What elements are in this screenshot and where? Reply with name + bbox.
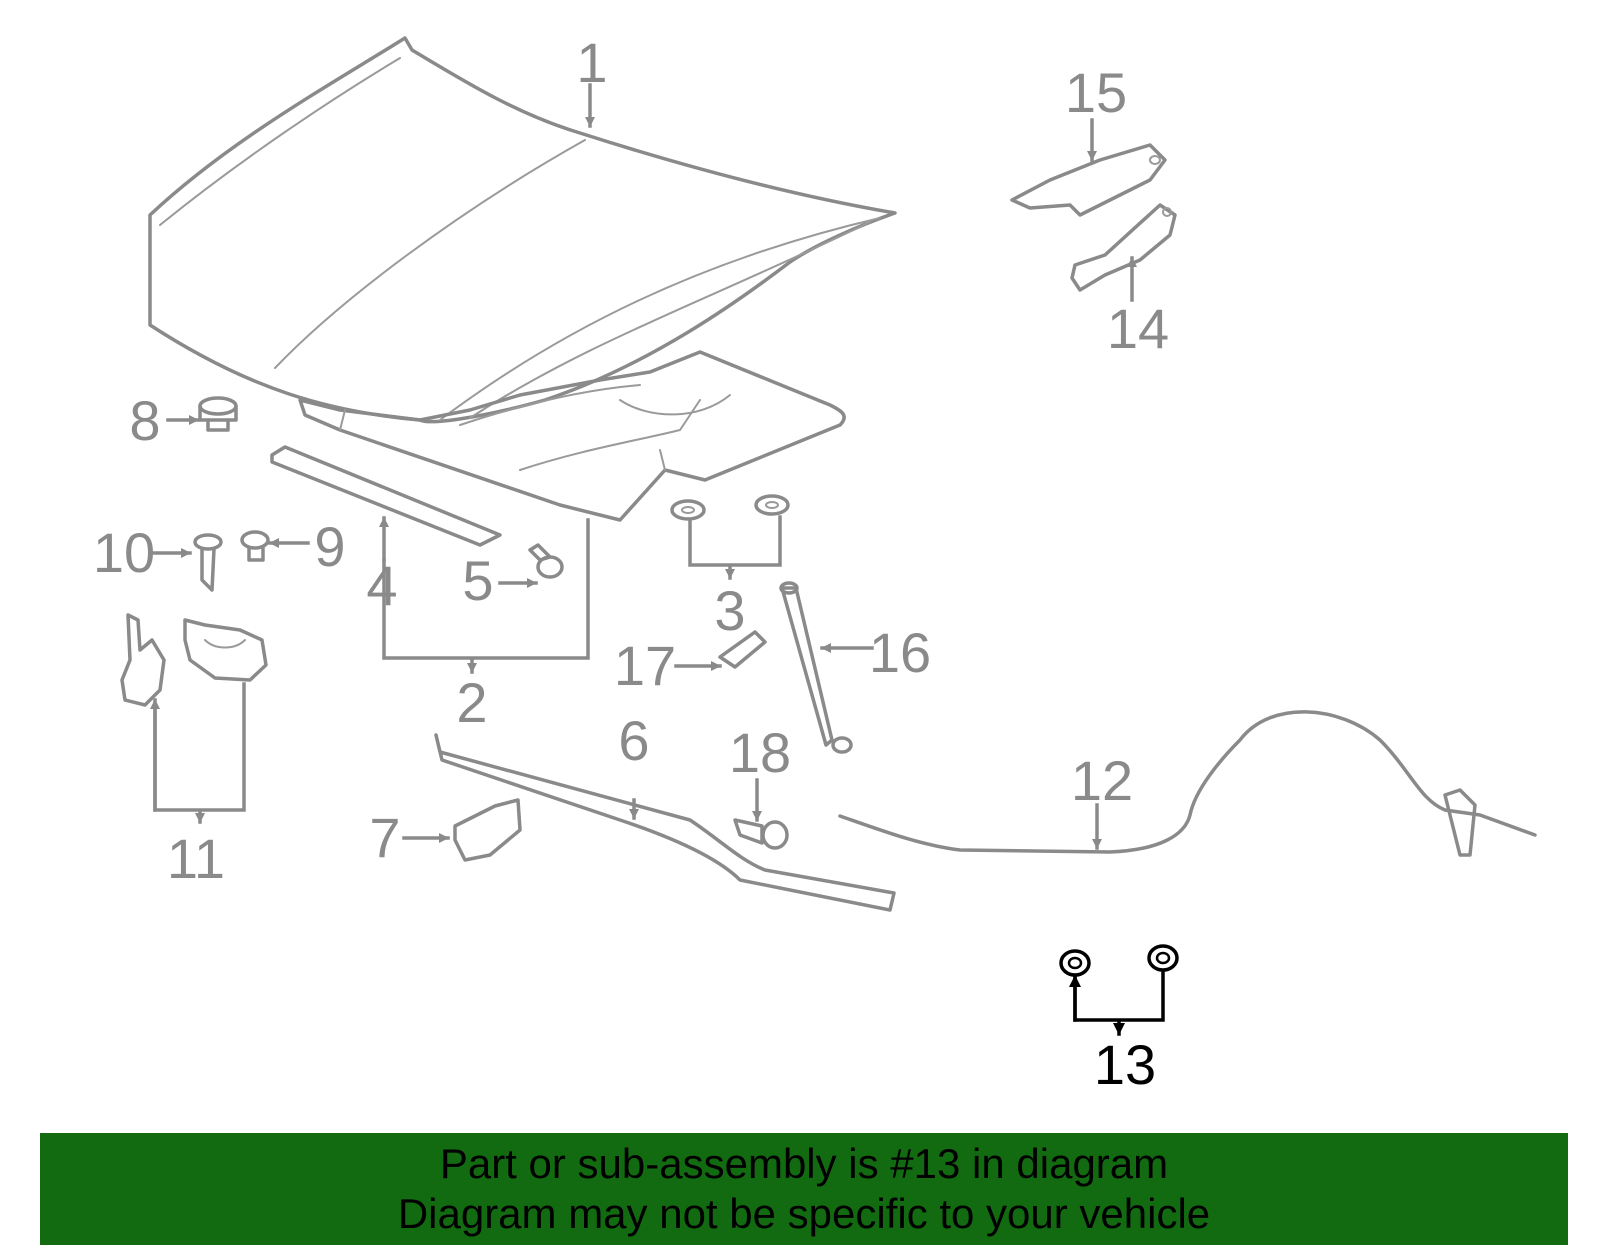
callout-12[interactable]: 12 — [1071, 749, 1133, 812]
callout-5[interactable]: 5 — [462, 549, 493, 612]
callout-17[interactable]: 17 — [614, 634, 676, 697]
grommet-13-right[interactable] — [1147, 944, 1179, 972]
screw-10[interactable] — [193, 533, 223, 592]
leader-2 — [382, 518, 590, 672]
bracket-11-right[interactable] — [183, 618, 268, 682]
push-pin[interactable] — [733, 818, 789, 850]
leader-3 — [688, 515, 782, 578]
leader-13 — [1073, 971, 1165, 1034]
hood-bumper[interactable] — [198, 396, 238, 432]
callout-2[interactable]: 2 — [456, 671, 487, 734]
callout-7[interactable]: 7 — [369, 806, 400, 869]
hood-panel[interactable] — [148, 36, 897, 424]
rear-seal[interactable] — [434, 733, 896, 912]
front-seal-strip[interactable] — [270, 445, 502, 547]
callout-1[interactable]: 1 — [576, 31, 607, 94]
leader-11 — [153, 682, 246, 822]
banner-line-2: Diagram may not be specific to your vehi… — [397, 1190, 1211, 1237]
grommet-13-left[interactable] — [1059, 949, 1091, 977]
insulator-pad[interactable] — [298, 350, 846, 522]
callout-10[interactable]: 10 — [93, 521, 155, 584]
callout-8[interactable]: 8 — [129, 389, 160, 452]
callout-13[interactable]: 13 — [1094, 1033, 1156, 1096]
hood-strut[interactable] — [779, 581, 853, 754]
release-cable[interactable] — [838, 710, 1537, 857]
grommet-3-left[interactable] — [670, 499, 706, 521]
parts-diagram: 1 2 3 4 5 6 7 8 9 10 11 12 13 14 15 16 1… — [93, 31, 1537, 1096]
callout-4[interactable]: 4 — [366, 554, 397, 617]
callout-14[interactable]: 14 — [1107, 297, 1169, 360]
callout-16[interactable]: 16 — [869, 621, 931, 684]
callout-18[interactable]: 18 — [729, 721, 791, 784]
callout-6[interactable]: 6 — [618, 709, 649, 772]
grommet-3-right[interactable] — [754, 494, 790, 516]
banner-line-1: Part or sub-assembly is #13 in diagram — [439, 1140, 1169, 1187]
hinge-15[interactable] — [1010, 143, 1167, 217]
callout-15[interactable]: 15 — [1065, 61, 1127, 124]
callout-11[interactable]: 11 — [167, 827, 225, 890]
bracket-11-left[interactable] — [120, 613, 166, 707]
clip-5[interactable] — [528, 543, 564, 579]
callout-3[interactable]: 3 — [714, 579, 745, 642]
notice-banner: Part or sub-assembly is #13 in diagram D… — [40, 1133, 1568, 1245]
callout-9[interactable]: 9 — [314, 515, 345, 578]
hinge-14[interactable] — [1070, 203, 1177, 292]
rod-clip[interactable] — [718, 630, 767, 669]
clip-9[interactable] — [240, 530, 270, 562]
latch-bracket[interactable] — [453, 798, 522, 862]
